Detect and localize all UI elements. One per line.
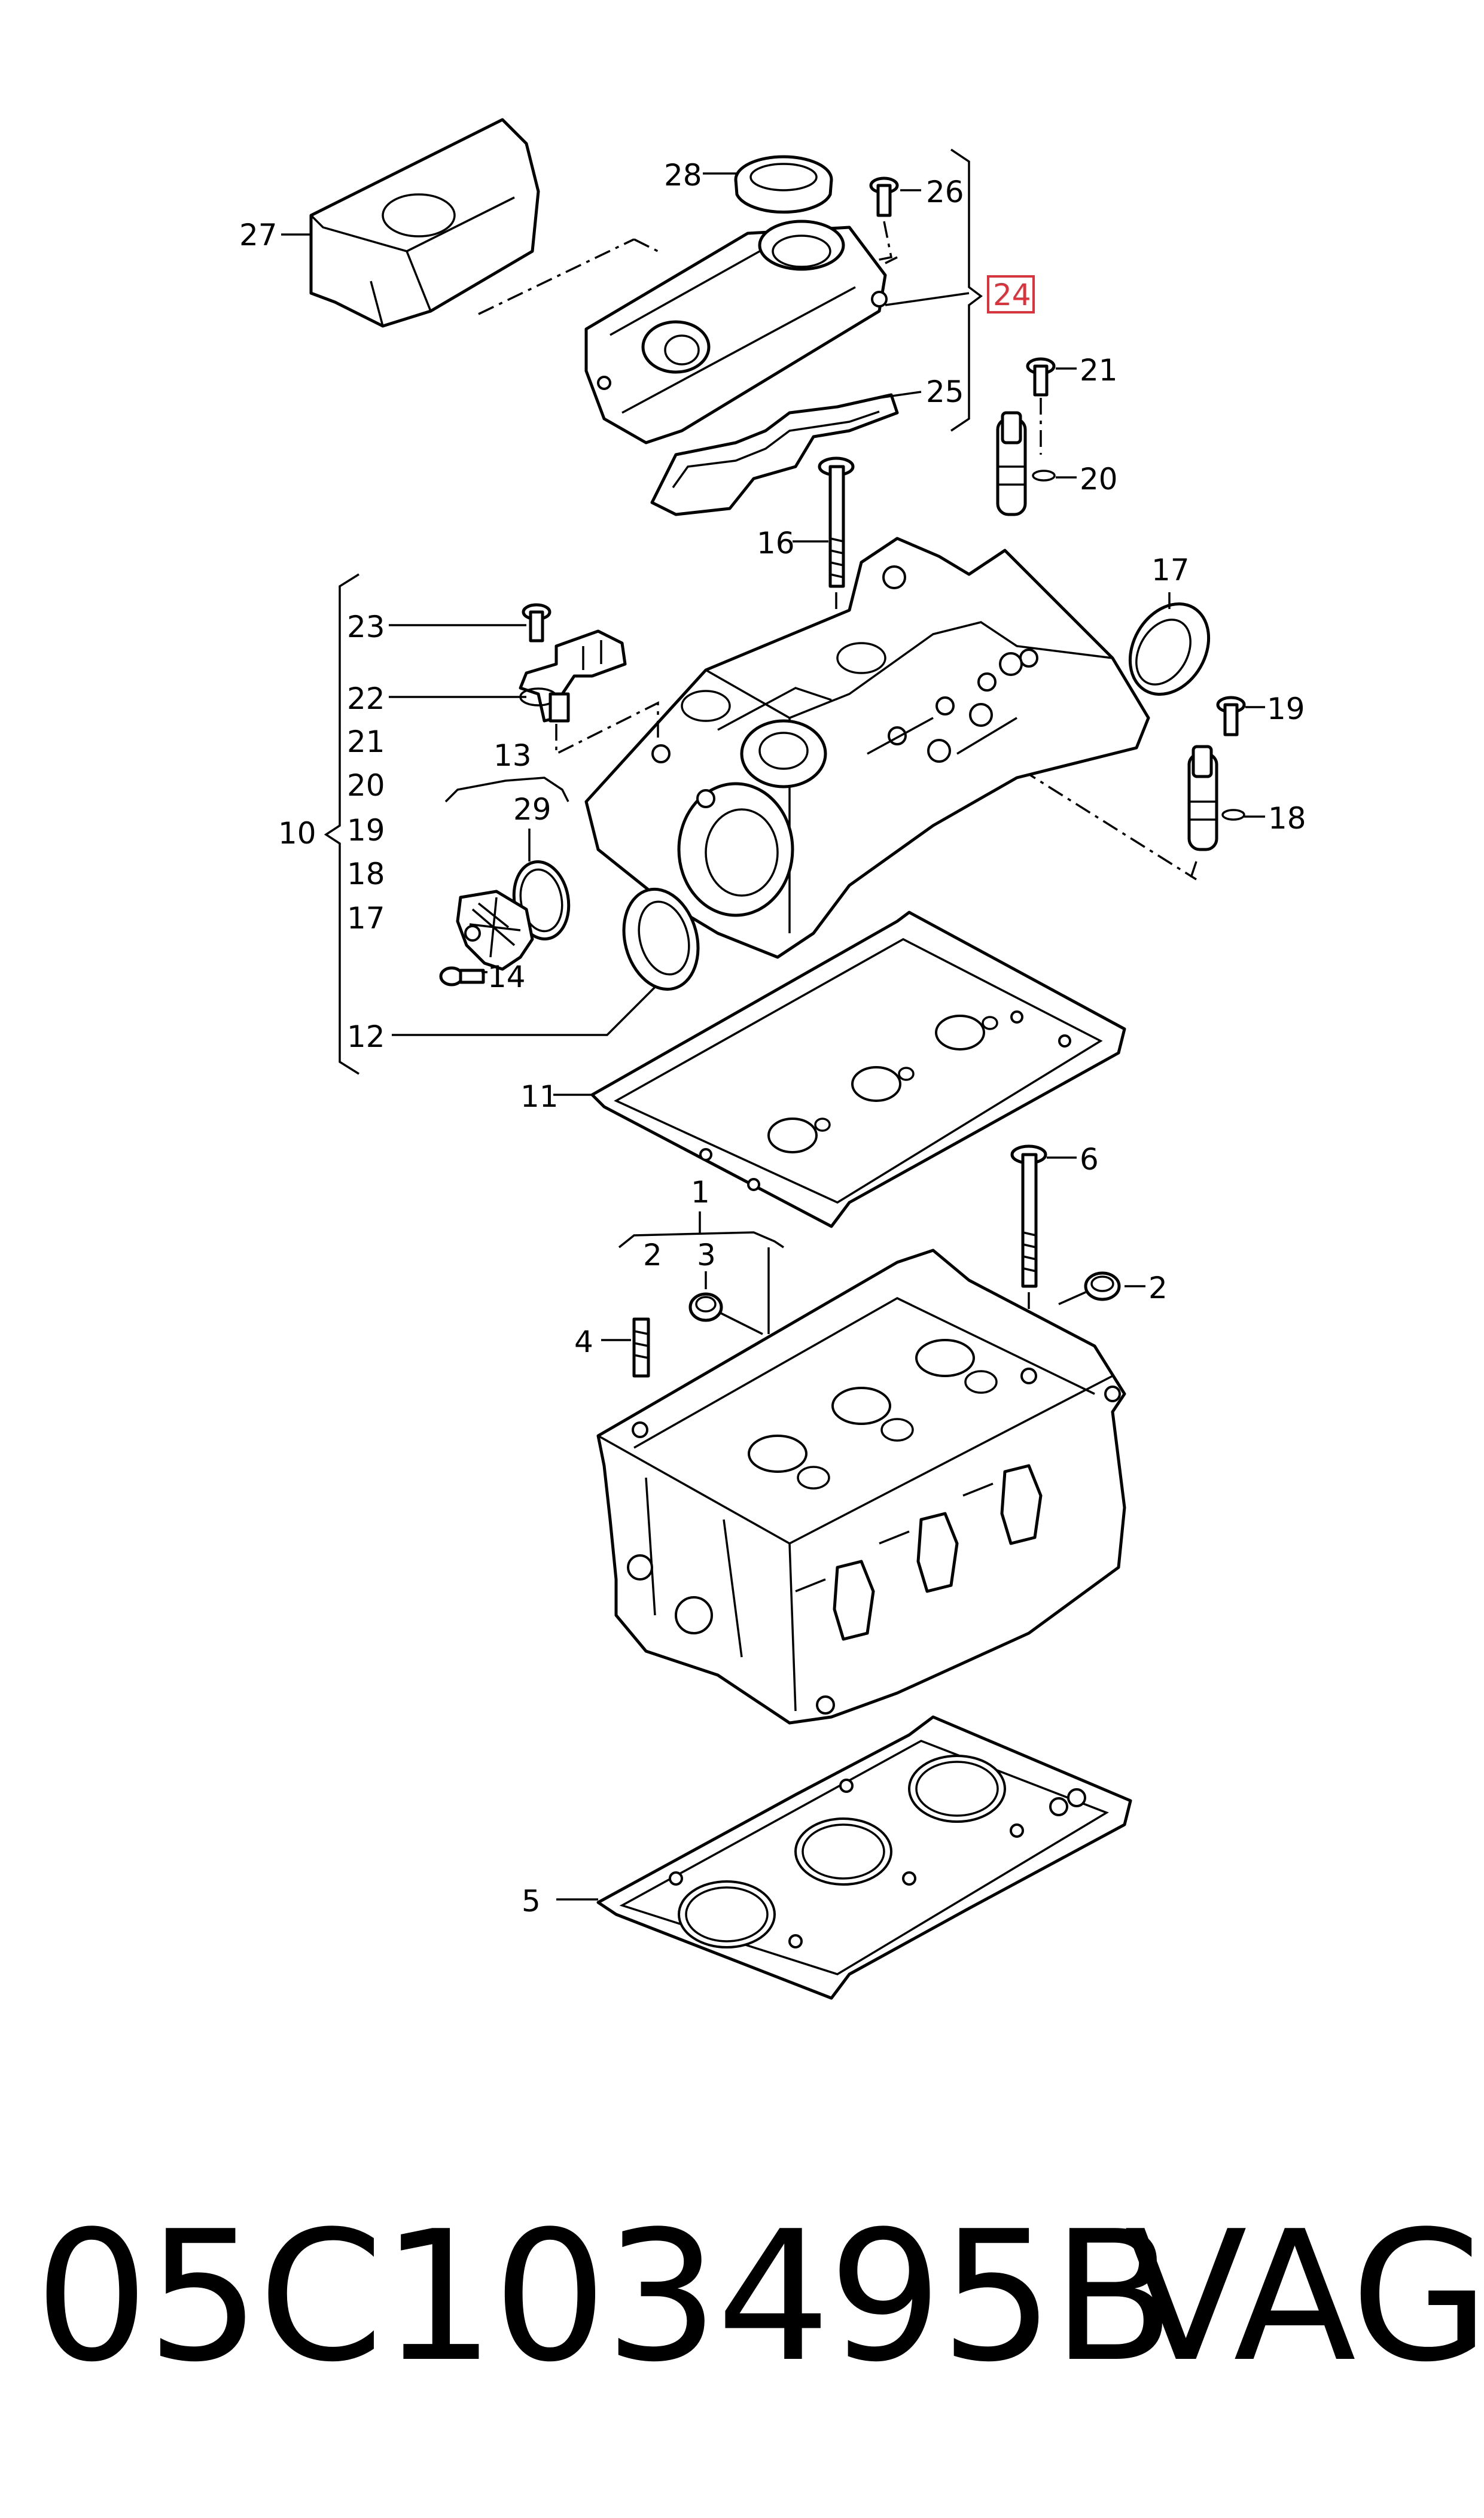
callout-28: 28 [664,158,702,193]
part-number: 05C103495B [35,2193,1175,2401]
gasket-part-11 [590,911,1126,1228]
cylinder-head-part-1 [596,1249,1126,1725]
bracket-part-13 [444,777,569,803]
bracket-part-10 [324,573,359,1075]
callout-4: 4 [574,1325,593,1359]
callout-26: 26 [926,175,964,209]
brand-label: VAG [1125,2193,1484,2401]
bolt-part-26 [869,176,899,217]
callout-2-left: 2 [643,1238,662,1272]
callout-20-upper: 20 [1080,462,1118,497]
callout-5: 5 [522,1884,541,1919]
head-bolt-part-6 [1010,1144,1047,1288]
camshaft-solenoid-part-20-upper [996,411,1056,516]
bolt-part-21-upper [1026,357,1056,397]
cylinder-head-cover-part-24 [584,220,888,444]
camshaft-solenoid-part-18-right [1187,745,1245,851]
callout-21-upper: 21 [1080,353,1118,388]
callout-3: 3 [697,1238,716,1272]
callout-16: 16 [757,526,795,561]
bolt-part-14 [439,966,485,987]
bracket-part-1 [618,1231,784,1249]
callout-24-box [987,275,1035,313]
callout-10: 10 [278,816,316,851]
callout-19-right: 19 [1267,692,1305,726]
cover-plate-part-13 [456,890,534,971]
callout-22: 22 [347,681,385,716]
oil-filler-cap-part-28 [734,155,833,214]
gasket-part-25 [650,393,899,516]
callout-17-upper: 17 [1151,553,1190,587]
stud-part-4 [632,1317,650,1378]
callout-2-right: 2 [1148,1271,1168,1305]
camshaft-housing-part-10 [584,537,1150,959]
callout-17-list: 17 [347,901,385,936]
bolt-part-16 [818,456,855,588]
callout-24[interactable]: 24 [993,278,1031,312]
sensor-part-22 [519,629,627,723]
callout-13: 13 [493,738,532,773]
callout-20-list: 20 [347,768,385,803]
callout-18-list: 18 [347,857,385,891]
seal-part-17-upper [1128,602,1211,696]
head-gasket-part-5 [596,1715,1132,2000]
callout-12: 12 [347,1019,385,1054]
exploded-parts-diagram: 27 28 26 24 25 21 [239,118,1306,2000]
callout-27: 27 [239,218,278,252]
callout-1: 1 [691,1175,710,1210]
plug-part-3 [688,1292,723,1322]
callout-14: 14 [487,960,526,994]
seal-part-12 [622,887,700,991]
bolt-part-19-right [1216,696,1246,736]
callout-18-right: 18 [1268,801,1306,836]
bolt-part-23 [522,603,551,643]
callout-21-list: 21 [347,724,385,759]
plug-part-2-right [1084,1271,1121,1301]
callout-19-list: 19 [347,813,385,848]
callout-23: 23 [347,610,385,644]
callout-6: 6 [1080,1142,1099,1177]
engine-cover-part-27 [309,118,540,328]
callout-25: 25 [926,374,964,409]
callout-29: 29 [513,792,551,827]
callout-11: 11 [520,1079,559,1114]
